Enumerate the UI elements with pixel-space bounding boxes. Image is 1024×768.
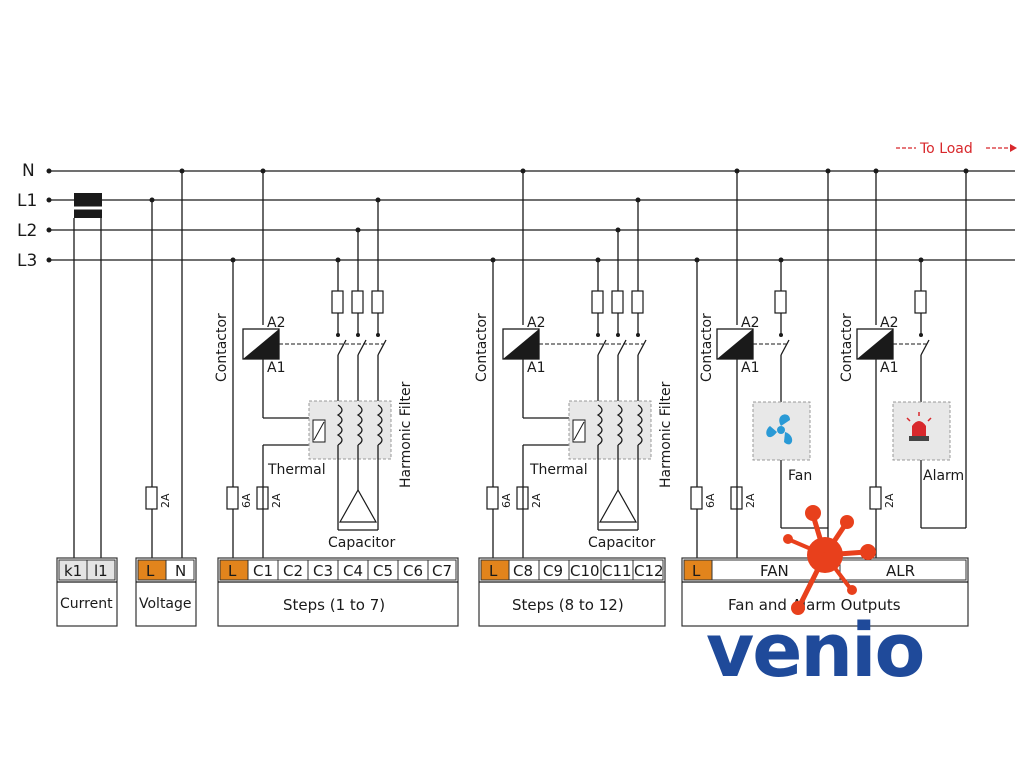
to-load-annotation: To Load	[896, 141, 1017, 157]
voltage-section: 2A L N Voltage	[135, 168, 197, 627]
steps-8-12-fuse-6a	[486, 486, 499, 510]
terminal-l-fan-alarm: L	[692, 562, 701, 580]
steps-8-12-harmonic-label: Harmonic Filter	[658, 381, 674, 488]
steps-1-7-fuse-2a-label: 2A	[270, 493, 283, 508]
voltage-fuse-label: 2A	[159, 493, 172, 508]
current-block	[56, 557, 118, 627]
alarm-a2-label: A2	[880, 315, 898, 331]
to-load-label: To Load	[919, 141, 973, 157]
fan-a1-label: A1	[741, 360, 759, 376]
current-section: k1 l1 Current	[56, 193, 118, 627]
steps-8-12-fuse-2a-label: 2A	[530, 493, 543, 508]
fan-contactor-label: Contactor	[699, 313, 715, 382]
terminal-c11: C11	[602, 562, 632, 580]
steps-1-7-fuse-6a-label: 6A	[240, 493, 253, 508]
fan-a2-label: A2	[741, 315, 759, 331]
steps-1-7-section: 6A 2A Contactor A2 A1	[214, 168, 459, 627]
alarm-siren-icon	[906, 412, 932, 441]
terminal-l-steps-1-7: L	[228, 562, 237, 580]
steps-8-12-contactor-label: Contactor	[474, 313, 490, 382]
steps-1-7-capacitor	[338, 488, 378, 531]
voltage-block	[135, 557, 197, 627]
alarm-contactor-label: Contactor	[839, 313, 855, 382]
steps-8-12-capacitor	[598, 488, 638, 531]
terminal-n-voltage: N	[175, 562, 186, 580]
terminal-c1: C1	[253, 562, 273, 580]
terminal-l1-current: l1	[94, 562, 108, 580]
voltage-fuse	[145, 486, 158, 510]
steps-8-12-section: 6A 2A Contactor A2 A1	[474, 168, 674, 627]
bus-lines: N L1 L2 L3	[17, 161, 1015, 271]
venio-logo-mark	[783, 505, 876, 615]
fan-label: Fan	[788, 468, 812, 484]
terminal-c5: C5	[373, 562, 393, 580]
terminal-k1: k1	[64, 562, 82, 580]
steps-8-12-label: Steps (8 to 12)	[512, 596, 624, 614]
bus-label-n: N	[22, 161, 35, 181]
steps-8-12-capacitor-label: Capacitor	[588, 535, 655, 551]
terminal-c2: C2	[283, 562, 303, 580]
terminal-c8: C8	[513, 562, 533, 580]
steps-8-12-thermal-label: Thermal	[529, 462, 588, 478]
steps-1-7-a2-label: A2	[267, 315, 285, 331]
steps-1-7-fuse-6a	[226, 486, 239, 510]
steps-1-7-harmonic-label: Harmonic Filter	[398, 381, 414, 488]
voltage-label: Voltage	[139, 596, 192, 612]
terminal-c10: C10	[570, 562, 600, 580]
steps-1-7-block	[217, 557, 459, 627]
venio-logo-text: venio	[706, 608, 923, 694]
steps-1-7-capacitor-label: Capacitor	[328, 535, 395, 551]
bus-label-l1: L1	[17, 191, 37, 211]
current-label: Current	[60, 596, 113, 612]
steps-1-7-a1-label: A1	[267, 360, 285, 376]
fan-icon	[766, 414, 793, 445]
steps-8-12-block	[478, 557, 666, 627]
steps-8-12-a1-label: A1	[527, 360, 545, 376]
fan-alarm-section: 6A 2A Contactor A2 A1 Fan Contactor	[681, 168, 969, 627]
terminal-c6: C6	[403, 562, 423, 580]
bus-label-l2: L2	[17, 221, 37, 241]
terminal-c12: C12	[634, 562, 664, 580]
terminal-c3: C3	[313, 562, 333, 580]
fan-fuse-6a	[690, 486, 703, 510]
fan-fuse-6a-label: 6A	[704, 493, 717, 508]
alarm-fuse-2a	[869, 486, 882, 510]
terminal-c9: C9	[543, 562, 563, 580]
steps-1-7-contactor-label: Contactor	[214, 313, 230, 382]
venio-logo: venio	[706, 505, 925, 694]
steps-1-7-label: Steps (1 to 7)	[283, 596, 385, 614]
terminal-fan: FAN	[760, 562, 789, 580]
terminal-c4: C4	[343, 562, 363, 580]
terminal-l-steps-8-12: L	[489, 562, 498, 580]
terminal-l-voltage: L	[146, 562, 155, 580]
fan-alarm-label: Fan and Alarm Outputs	[728, 596, 901, 614]
fan-fuse-2a-label: 2A	[744, 493, 757, 508]
terminal-c7: C7	[432, 562, 452, 580]
bus-label-l3: L3	[17, 251, 37, 271]
steps-1-7-thermal-label: Thermal	[267, 462, 326, 478]
terminal-alr: ALR	[886, 562, 915, 580]
alarm-fuse-2a-label: 2A	[883, 493, 896, 508]
alarm-a1-label: A1	[880, 360, 898, 376]
steps-8-12-a2-label: A2	[527, 315, 545, 331]
steps-8-12-fuse-6a-label: 6A	[500, 493, 513, 508]
current-transformer	[74, 193, 102, 218]
alarm-label: Alarm	[923, 468, 964, 484]
